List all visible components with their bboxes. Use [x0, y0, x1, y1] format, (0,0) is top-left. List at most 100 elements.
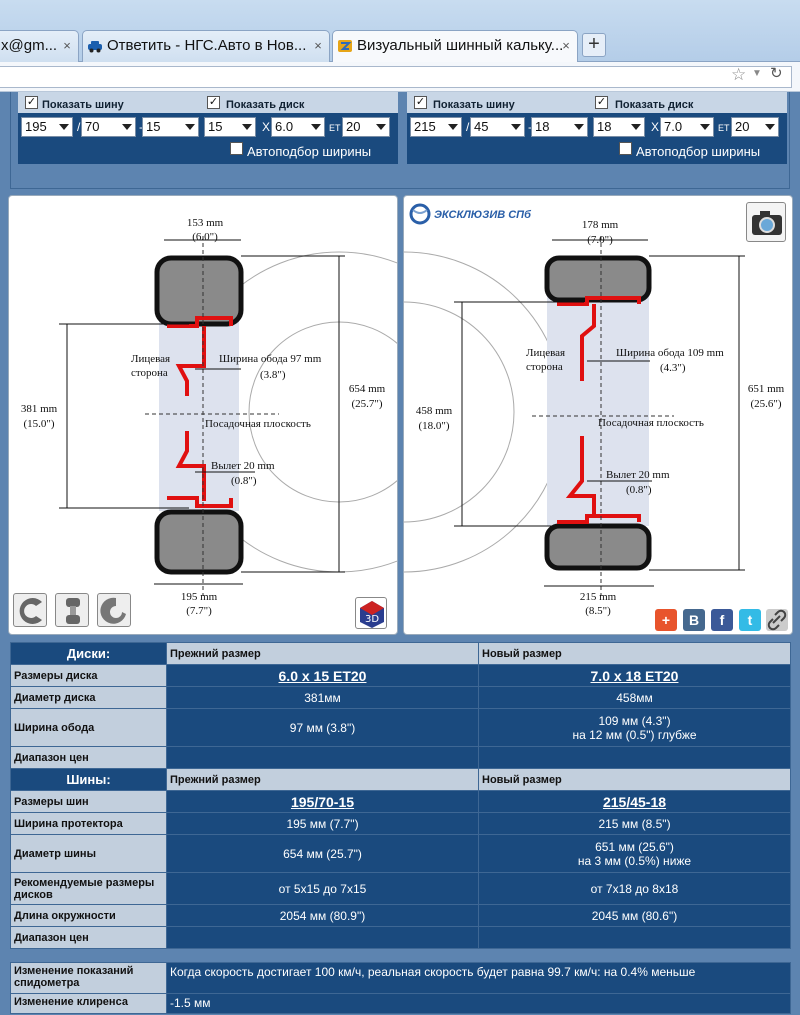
new-tire-radius-select[interactable]: 18: [531, 117, 588, 137]
new-show-tire-checkbox[interactable]: ✓: [414, 96, 427, 109]
table-row: Диаметр диска 381мм 458мм: [10, 686, 791, 709]
tire-profile-icon: [19, 598, 42, 624]
offset-inch-label: (0.8"): [231, 475, 257, 487]
old-size-group: ✓ Показать шину ✓ Показать диск 195 / 70…: [18, 92, 398, 164]
car-icon: [88, 41, 102, 53]
old-size-header: Прежний размер: [166, 768, 479, 791]
disc-profile-icon: [100, 597, 126, 624]
offset-inch-label: (0.8"): [626, 484, 652, 496]
seat-plane-label: Посадочная плоскость: [205, 418, 311, 430]
old-tire-width-select[interactable]: 195: [21, 117, 73, 137]
old-disc-width-select[interactable]: 6.0: [271, 117, 325, 137]
table-row: Диапазон цен: [10, 926, 791, 949]
url-input[interactable]: [0, 66, 792, 88]
table-row: Размеры шин 195/70-15 215/45-18: [10, 790, 791, 813]
brand-logo: ЭКСКЛЮЗИВ СПб: [409, 203, 532, 225]
share-twitter-button[interactable]: t: [739, 609, 761, 631]
new-tab-button[interactable]: +: [582, 33, 606, 57]
tab-gmail[interactable]: x@gm... ×: [0, 30, 79, 62]
size-selector-panel: ✓ Показать шину ✓ Показать диск 195 / 70…: [10, 92, 790, 189]
tab-label: Визуальный шинный кальку...: [357, 37, 564, 54]
disc-view-button[interactable]: [97, 593, 131, 627]
top-width-label: 178 mm: [582, 219, 619, 231]
old-auto-width-checkbox[interactable]: [230, 142, 243, 155]
old-et-select[interactable]: 20: [342, 117, 390, 137]
old-disc-size-link[interactable]: 6.0 x 15 ET20: [166, 664, 479, 687]
old-disc-diameter-select[interactable]: 15: [204, 117, 256, 137]
share-facebook-button[interactable]: f: [711, 609, 733, 631]
top-width-label: 153 mm: [187, 217, 224, 229]
table-row: Размеры диска 6.0 x 15 ET20 7.0 x 18 ET2…: [10, 664, 791, 687]
tire-view-button[interactable]: [13, 593, 47, 627]
screenshot-button[interactable]: [746, 202, 786, 242]
top-width-inch-label: (6.0"): [192, 231, 218, 243]
new-et-select[interactable]: 20: [731, 117, 779, 137]
new-size-header: Новый размер: [478, 642, 791, 665]
chevron-down-icon[interactable]: ▼: [752, 68, 762, 79]
reload-icon[interactable]: ↻: [770, 65, 783, 82]
tab-label: x@gm...: [1, 37, 58, 54]
new-tire-width-select[interactable]: 215: [410, 117, 462, 137]
rim-width-label: Ширина обода 97 mm: [219, 353, 322, 365]
tab-ngs-auto[interactable]: Ответить - НГС.Авто в Нов... ×: [82, 30, 330, 62]
tire-diameter-label: 651 mm: [748, 383, 785, 395]
share-plus-button[interactable]: +: [655, 609, 677, 631]
top-width-inch-label: (7.0"): [587, 234, 613, 246]
calculator-favicon-icon: [338, 40, 352, 52]
close-icon[interactable]: ×: [63, 38, 71, 53]
camera-icon: [752, 211, 782, 235]
link-icon: [767, 609, 787, 631]
table-row: Ширина обода 97 мм (3.8") 109 мм (4.3") …: [10, 708, 791, 747]
svg-text:ЭКСКЛЮЗИВ СПб: ЭКСКЛЮЗИВ СПб: [434, 209, 532, 221]
new-disc-width-select[interactable]: 7.0: [660, 117, 714, 137]
new-auto-width-checkbox[interactable]: [619, 142, 632, 155]
show-tire-label: Показать шину: [433, 99, 515, 111]
section-view-button[interactable]: [55, 593, 89, 627]
old-show-disc-checkbox[interactable]: ✓: [207, 96, 220, 109]
show-tire-label: Показать шину: [42, 99, 124, 111]
disc-diameter-inch-label: (18.0"): [418, 420, 449, 432]
table-row: Диаметр шины 654 мм (25.7") 651 мм (25.6…: [10, 834, 791, 873]
new-show-disc-checkbox[interactable]: ✓: [595, 96, 608, 109]
share-vk-button[interactable]: B: [683, 609, 705, 631]
new-wheel-drawing: [404, 236, 745, 596]
address-bar: ☆ ▼ ↻: [0, 62, 800, 92]
old-tire-profile-select[interactable]: 70: [81, 117, 136, 137]
table-row: Ширина протектора 195 мм (7.7") 215 мм (…: [10, 812, 791, 835]
table-row: Изменение клиренса -1.5 мм: [10, 993, 791, 1014]
bookmark-star-icon[interactable]: ☆: [731, 65, 747, 84]
share-link-button[interactable]: [766, 609, 788, 631]
new-disc-diameter-select[interactable]: 18: [593, 117, 645, 137]
auto-width-label: Автоподбор ширины: [247, 144, 372, 159]
speedometer-table: Изменение показаний спидометра Когда ско…: [10, 962, 791, 1014]
tire-diameter-label: 654 mm: [349, 383, 386, 395]
3d-view-button[interactable]: 3D: [355, 597, 387, 629]
old-show-tire-checkbox[interactable]: ✓: [25, 96, 38, 109]
new-tire-size-link[interactable]: 215/45-18: [478, 790, 791, 813]
tire-diameter-inch-label: (25.6"): [750, 398, 781, 410]
comparison-table: Диски: Прежний размер Новый размер Разме…: [10, 642, 791, 949]
close-icon[interactable]: ×: [314, 38, 322, 53]
close-icon[interactable]: ×: [562, 38, 570, 53]
new-size-header: Новый размер: [478, 768, 791, 791]
rim-width-inch-label: (3.8"): [260, 369, 286, 381]
tab-label: Ответить - НГС.Авто в Нов...: [107, 37, 307, 54]
tires-header-row: Шины: Прежний размер Новый размер: [10, 768, 791, 791]
discs-header-row: Диски: Прежний размер Новый размер: [10, 642, 791, 665]
tab-tire-calculator[interactable]: Визуальный шинный кальку... ×: [332, 30, 578, 63]
rim-width-label: Ширина обода 109 mm: [616, 347, 724, 359]
old-tire-size-link[interactable]: 195/70-15: [166, 790, 479, 813]
old-tire-radius-select[interactable]: 15: [142, 117, 199, 137]
speedometer-text: Когда скорость достигает 100 км/ч, реаль…: [166, 962, 791, 994]
rim-width-inch-label: (4.3"): [660, 362, 686, 374]
new-tire-profile-select[interactable]: 45: [470, 117, 525, 137]
new-disc-size-link[interactable]: 7.0 x 18 ET20: [478, 664, 791, 687]
tire-diameter-inch-label: (25.7"): [351, 398, 382, 410]
new-size-group: ✓ Показать шину ✓ Показать диск 215 / 45…: [407, 92, 787, 164]
disc-diameter-label: 381 mm: [21, 403, 58, 415]
bottom-width-inch-label: (7.7"): [186, 605, 212, 617]
